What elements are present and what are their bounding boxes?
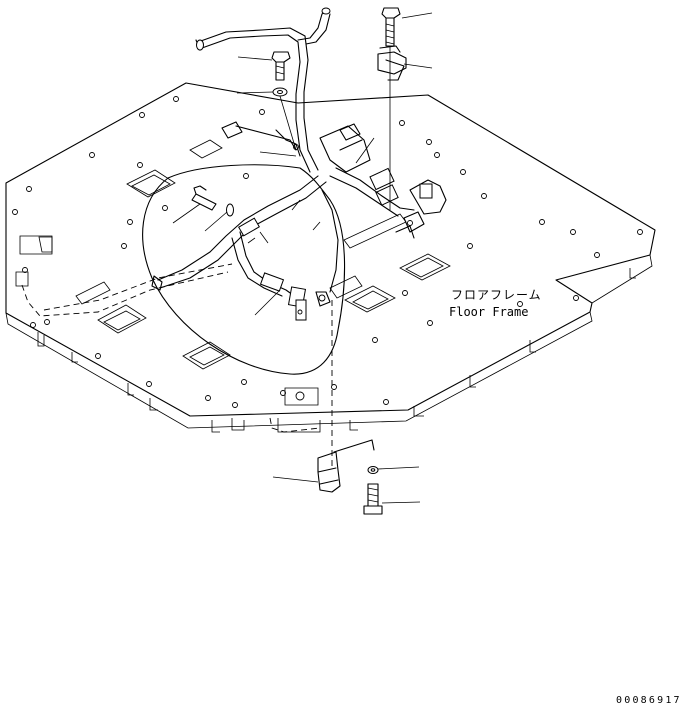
connector-cluster xyxy=(221,121,447,239)
underside-harness-hidden xyxy=(21,263,333,470)
top-clamp xyxy=(377,45,407,81)
drawing-number: 00086917 xyxy=(616,695,682,706)
plate-holes xyxy=(12,96,643,408)
upper-left-bolt xyxy=(271,51,297,151)
wiring-harness xyxy=(142,7,346,375)
plate-cutouts xyxy=(15,139,451,406)
lower-washer xyxy=(367,466,379,474)
floor-frame-label-en: Floor Frame xyxy=(449,305,528,319)
lower-clamp xyxy=(317,439,375,493)
floor-frame-plate xyxy=(5,82,656,433)
bolt-center xyxy=(191,185,234,217)
lower-bolt xyxy=(363,483,383,515)
leader-lines xyxy=(172,12,433,504)
floor-frame-label-jp: フロアフレーム xyxy=(451,288,542,302)
